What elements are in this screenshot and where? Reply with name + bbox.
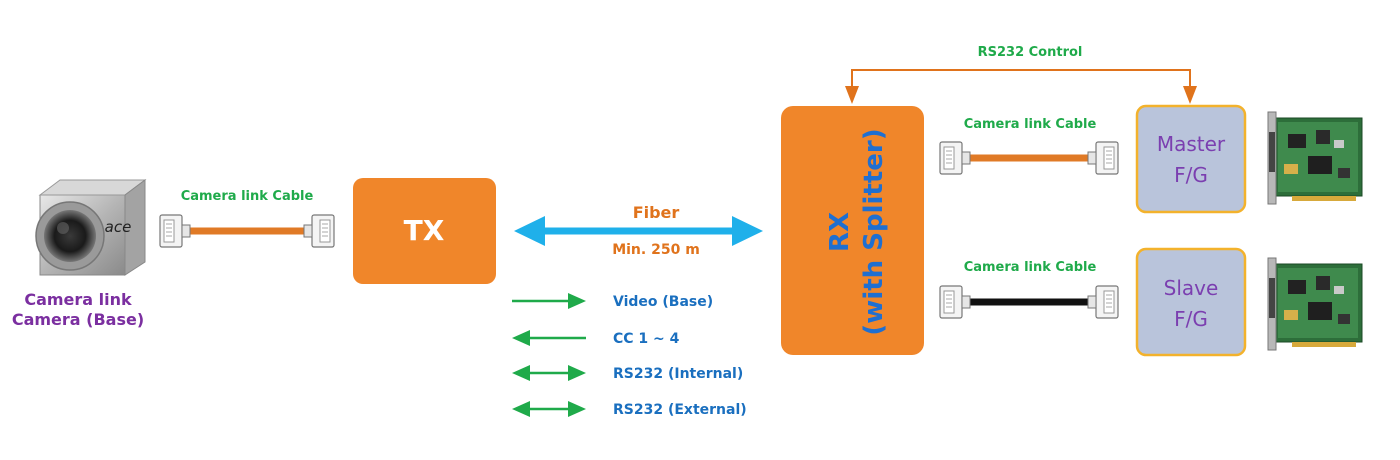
legend-arrow-cc [512, 330, 586, 346]
legend-arrow-rs232-external [512, 401, 586, 417]
slave-fg-line2: F/G [1174, 307, 1208, 331]
master-fg-line2: F/G [1174, 163, 1208, 187]
rs232-control-label: RS232 Control [978, 45, 1083, 60]
rx-label-line2: (with Splitter) [859, 128, 889, 335]
slave-cable [939, 285, 1119, 319]
camera-label-line2: Camera (Base) [12, 310, 144, 329]
fiber-distance: Min. 250 m [612, 242, 700, 258]
master-frame-grabber-card-icon [1267, 111, 1363, 205]
left-cable-label: Camera link Cable [181, 189, 314, 204]
master-fg-box [1135, 104, 1247, 214]
camera-brand-mark: ace [105, 218, 132, 236]
fiber-arrow [514, 216, 763, 246]
legend-label-video: Video (Base) [613, 294, 713, 310]
master-cable [939, 141, 1119, 175]
legend: Video (Base) CC 1 ~ 4 RS232 (Internal) R… [512, 293, 747, 418]
rs232-control-bracket [845, 69, 1197, 104]
fiber-label: Fiber [633, 203, 680, 222]
slave-fg-box [1135, 247, 1247, 357]
camera-icon: ace [35, 179, 147, 276]
legend-arrow-video [512, 293, 586, 309]
camera-label-line1: Camera link [24, 290, 132, 309]
legend-arrow-rs232-internal [512, 365, 586, 381]
tx-box [353, 178, 496, 284]
legend-label-cc: CC 1 ~ 4 [613, 331, 680, 347]
legend-label-rs232-external: RS232 (External) [613, 402, 747, 418]
rx-box [781, 106, 924, 355]
slave-fg-line1: Slave [1164, 276, 1219, 300]
master-fg-line1: Master [1157, 132, 1226, 156]
slave-cable-label: Camera link Cable [964, 260, 1097, 275]
rx-label-line1: RX [825, 212, 855, 252]
legend-label-rs232-internal: RS232 (Internal) [613, 366, 743, 382]
left-cable [159, 214, 335, 248]
master-cable-label: Camera link Cable [964, 117, 1097, 132]
slave-frame-grabber-card-icon [1267, 257, 1363, 351]
tx-label: TX [404, 214, 445, 247]
